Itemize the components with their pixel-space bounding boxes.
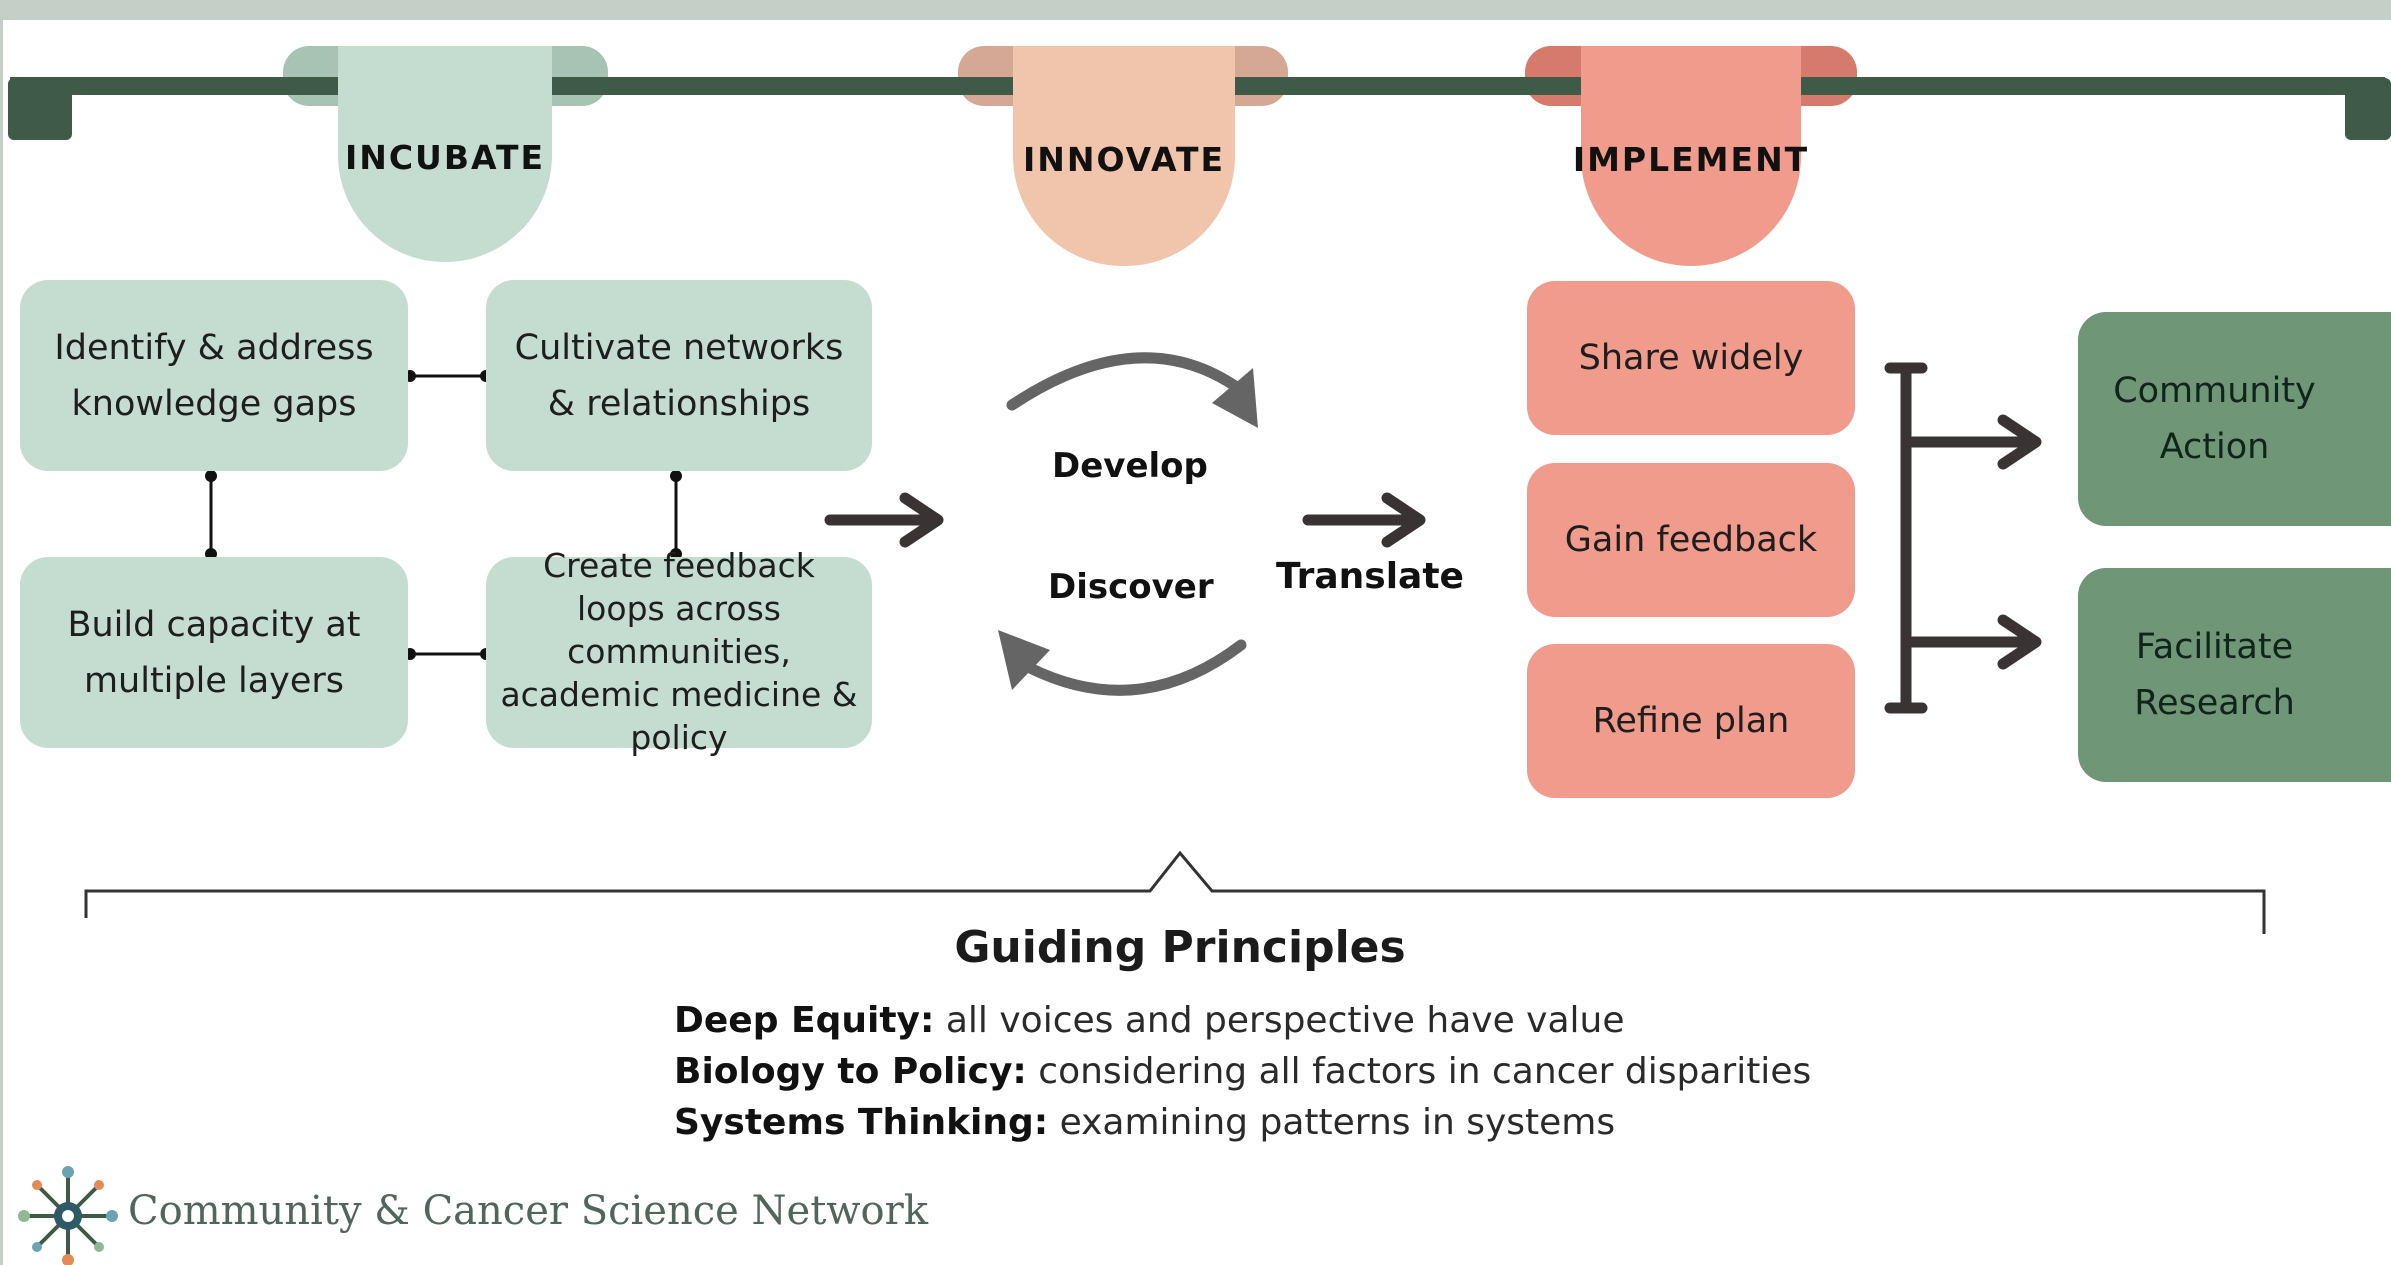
box-facilitate-research: Facilitate Research <box>2078 568 2391 782</box>
box-refine-plan-text: Refine plan <box>1592 701 1790 741</box>
box-refine-plan: Refine plan <box>1527 644 1855 798</box>
phase-implement-label: IMPLEMENT <box>1572 140 1810 179</box>
guiding-principles-title: Guiding Principles <box>954 922 1406 973</box>
box-community-action-text: Community Action <box>2113 371 2316 467</box>
principle-deep-equity-term: Deep Equity: <box>674 1000 935 1041</box>
phase-innovate-label: INNOVATE <box>1022 140 1225 179</box>
develop-arrow <box>1006 352 1244 411</box>
box-cultivate-networks-text: Cultivate networks & relationships <box>514 327 844 424</box>
principle-biology-policy-text: considering all factors in cancer dispar… <box>1026 1051 1812 1092</box>
left-edge <box>0 20 3 1265</box>
box-build-capacity: Build capacity at multiple layers <box>20 557 408 748</box>
org-name: Community & Cancer Science Network <box>128 1188 928 1234</box>
principle-biology-policy: Biology to Policy: considering all facto… <box>674 1051 1811 1092</box>
principle-systems-thinking-text: examining patterns in systems <box>1048 1102 1616 1143</box>
box-gain-feedback: Gain feedback <box>1527 463 1855 617</box>
box-cultivate-networks: Cultivate networks & relationships <box>486 280 872 471</box>
phase-incubate-label: INCUBATE <box>344 138 546 177</box>
timeline-right-cap <box>2345 78 2391 140</box>
box-facilitate-research-text: Facilitate Research <box>2134 627 2295 723</box>
phase-incubate: INCUBATE <box>338 46 552 262</box>
network-logo-icon <box>18 1166 118 1265</box>
principle-deep-equity-text: all voices and perspective have value <box>934 1000 1625 1041</box>
principle-systems-thinking-term: Systems Thinking: <box>674 1102 1049 1143</box>
box-gain-feedback-text: Gain feedback <box>1564 520 1818 560</box>
phase-innovate: INNOVATE <box>1013 46 1235 266</box>
box-community-action: Community Action <box>2078 312 2391 526</box>
principles-bracket <box>84 850 2266 934</box>
phase-implement: IMPLEMENT <box>1573 46 1807 266</box>
box-build-capacity-text: Build capacity at multiple layers <box>67 604 361 701</box>
timeline-left-cap <box>8 78 72 140</box>
label-develop: Develop <box>1052 446 1208 486</box>
box-share-widely: Share widely <box>1527 281 1855 435</box>
box-feedback-loops: Create feedback loops across communities… <box>486 546 872 757</box>
label-translate: Translate <box>1276 556 1464 597</box>
principle-deep-equity: Deep Equity: all voices and perspective … <box>674 1000 1625 1041</box>
box-feedback-loops-text: Create feedback loops across communities… <box>500 546 858 757</box>
box-share-widely-text: Share widely <box>1578 338 1804 378</box>
discover-arrow <box>1024 639 1247 696</box>
label-discover: Discover <box>1048 567 1214 607</box>
top-band <box>0 0 2391 20</box>
principle-systems-thinking: Systems Thinking: examining patterns in … <box>674 1102 1615 1143</box>
principle-biology-policy-term: Biology to Policy: <box>674 1051 1027 1092</box>
box-identify-gaps: Identify & address knowledge gaps <box>20 280 408 471</box>
box-identify-gaps-text: Identify & address knowledge gaps <box>54 327 374 424</box>
